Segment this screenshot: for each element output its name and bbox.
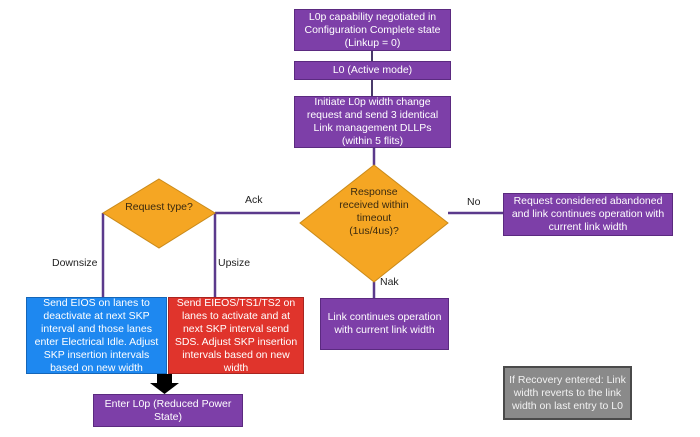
downsize-label: Downsize <box>52 257 98 269</box>
request-type-diamond <box>102 178 216 249</box>
abandoned-node: Request considered abandoned and link co… <box>503 193 673 236</box>
initiate-node: Initiate L0p width change request and se… <box>294 96 451 148</box>
down-arrow-icon <box>150 374 179 394</box>
downsize-action-node: Send EIOS on lanes to deactivate at next… <box>26 297 167 374</box>
no-label: No <box>467 196 481 208</box>
continues-node: Link continues operation with current li… <box>320 298 449 350</box>
ack-label: Ack <box>245 194 263 206</box>
enter-l0p-node: Enter L0p (Reduced Power State) <box>93 394 243 427</box>
nak-label: Nak <box>380 276 399 288</box>
start-node: L0p capability negotiated in Configurati… <box>294 9 451 51</box>
upsize-action-node: Send EIEOS/TS1/TS2 on lanes to activate … <box>168 297 304 374</box>
response-decision-text: Response received within timeout (1us/4u… <box>339 186 409 237</box>
upsize-label: Upsize <box>218 257 251 269</box>
l0-node: L0 (Active mode) <box>294 61 451 80</box>
response-diamond <box>299 164 449 283</box>
request-type-decision-text: Request type? <box>125 201 193 213</box>
recovery-note: If Recovery entered: Link width reverts … <box>503 366 632 420</box>
